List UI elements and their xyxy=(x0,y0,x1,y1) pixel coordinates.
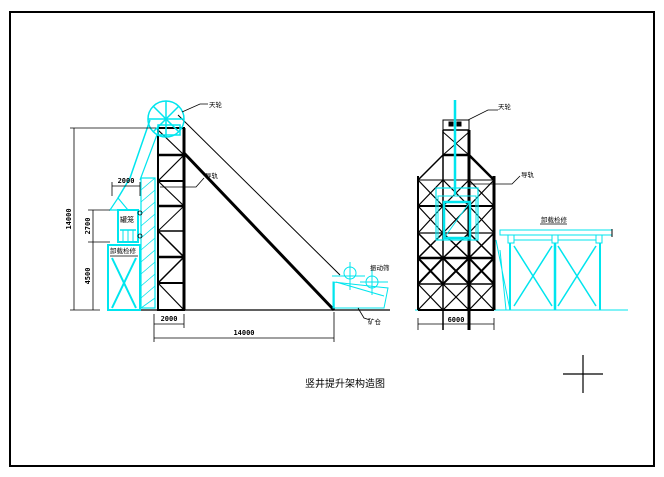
front-unloading-platform-label: 卸载检修 xyxy=(541,215,568,224)
unloading-platform-front xyxy=(495,229,613,311)
hoist-rope xyxy=(177,114,341,276)
drawing-frame xyxy=(9,11,655,467)
dim-front-tower-width: 6000 xyxy=(448,316,465,324)
dim-horizontal-span: 14000 xyxy=(233,329,254,337)
front-dimension-line xyxy=(417,318,495,330)
vibrating-screen xyxy=(332,262,389,309)
unloading-platform-label: 卸载检修 xyxy=(110,246,137,255)
bin-label: 矿仓 xyxy=(368,317,382,326)
front-guide-rail-label: 导轨 xyxy=(521,170,535,179)
cage-rope-2 xyxy=(139,131,159,181)
inclined-strut xyxy=(182,151,336,312)
cage-label: 罐笼 xyxy=(120,215,134,224)
dim-cage-height: 2700 xyxy=(84,218,92,235)
crosshair-marker xyxy=(563,355,603,393)
head-sheave-label: 天轮 xyxy=(209,100,223,109)
headframe-tower xyxy=(157,127,186,311)
drawing-title: 竖井提升架构造图 xyxy=(305,377,385,390)
side-view: 罐笼 卸载检修 振动筛 矿仓 天轮 导轨 xyxy=(65,100,390,342)
guide-column xyxy=(140,177,156,309)
dim-platform-height: 4500 xyxy=(84,268,92,285)
cage-rope xyxy=(117,119,151,199)
dimension-lines-bottom xyxy=(153,312,335,342)
dim-total-height: 14000 xyxy=(65,208,73,229)
front-view: 天轮 导轨 卸载检修 6000 xyxy=(415,100,628,330)
front-lower-tower xyxy=(417,176,496,311)
head-sheave xyxy=(147,100,185,138)
vibrating-screen-label: 振动筛 xyxy=(370,263,390,272)
dim-cage-width: 2000 xyxy=(118,177,135,185)
front-cage xyxy=(435,100,479,241)
front-head-sheave-label: 天轮 xyxy=(498,102,512,111)
cage xyxy=(108,196,143,243)
unloading-platform-side xyxy=(107,244,141,311)
dimension-lines-left xyxy=(70,127,156,311)
dim-tower-width: 2000 xyxy=(161,315,178,323)
guide-rail-label: 导轨 xyxy=(205,171,219,180)
